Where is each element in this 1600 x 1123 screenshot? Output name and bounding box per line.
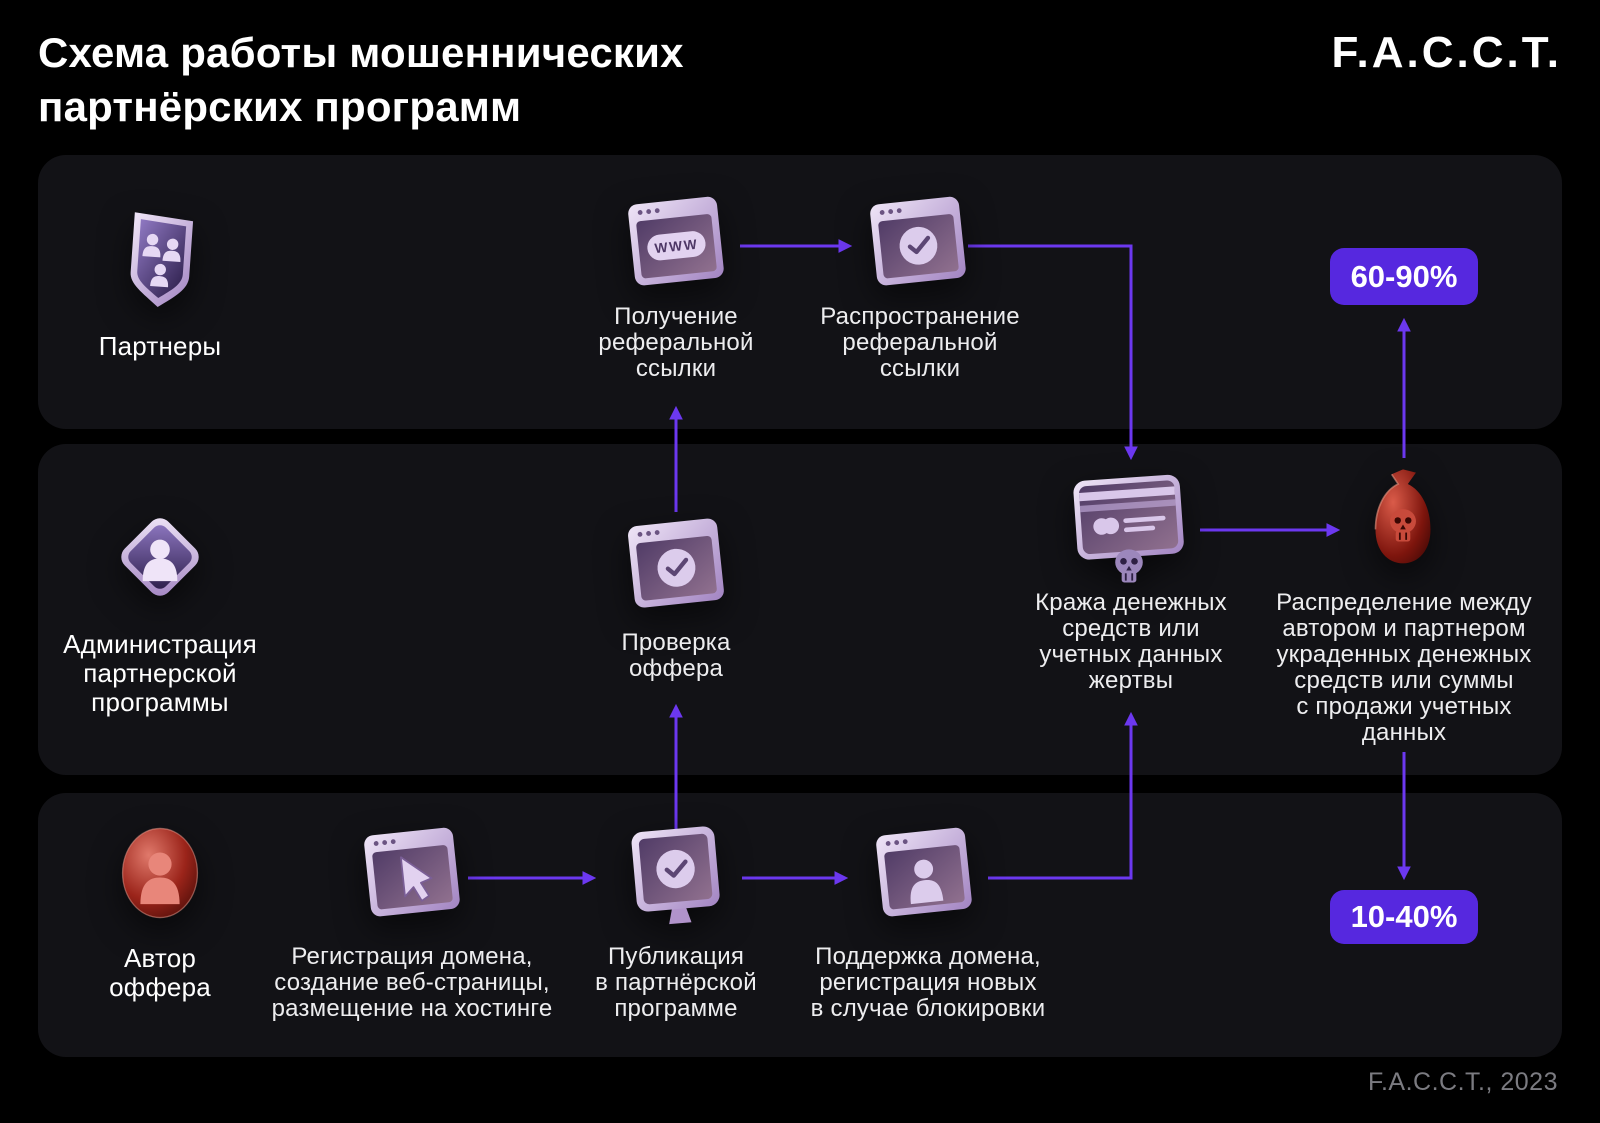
node-label-theft: Кража денежных средств или учетных данны… — [1001, 590, 1261, 694]
actor-label-admin: Администрация партнерской программы — [40, 630, 280, 717]
label-line: Кража денежных — [1035, 589, 1227, 616]
label-line: Регистрация домена, — [291, 943, 533, 970]
lane-partners — [38, 155, 1562, 429]
footer-credit: F.A.C.C.T., 2023 — [1367, 1068, 1558, 1096]
badge-top-percent: 60-90% — [1330, 248, 1478, 305]
label-line: учетных данных — [1039, 641, 1223, 668]
label-line: партнерской — [83, 658, 237, 688]
browser-check-icon — [870, 196, 966, 286]
label-line: реферальной — [598, 329, 754, 356]
label-line: жертвы — [1088, 667, 1174, 694]
money-bag-skull-icon — [1374, 469, 1431, 564]
label-line: Автор — [123, 943, 197, 973]
label-line: оффера — [109, 972, 211, 1002]
node-label-register-domain: Регистрация домена, создание веб-страниц… — [252, 944, 572, 1022]
label-line: Поддержка домена, — [815, 943, 1041, 970]
label-line: Проверка — [621, 629, 731, 656]
monitor-check-icon — [631, 826, 720, 925]
label-line: создание веб-страницы, — [274, 969, 550, 996]
label-line: Распространение — [820, 303, 1020, 330]
browser-person-icon — [876, 827, 972, 917]
label-line: данных — [1361, 719, 1447, 746]
badge-label: 10-40% — [1350, 899, 1458, 934]
label-line: в случае блокировки — [810, 995, 1046, 1022]
label-line: украденных денежных — [1276, 641, 1532, 668]
node-label-split: Распределение между автором и партнером … — [1254, 590, 1554, 746]
label-line: размещение на хостинге — [271, 995, 553, 1022]
label-line: программы — [91, 687, 229, 717]
label-line: в партнёрской — [595, 969, 757, 996]
lane-admin — [38, 444, 1562, 775]
skull-glyph — [1115, 549, 1143, 583]
arrow-spread-to-theft — [968, 244, 1138, 461]
browser-check-icon — [628, 518, 724, 608]
label-line: реферальной — [842, 329, 998, 356]
label-line: с продажи учетных — [1296, 693, 1512, 720]
label-line: Получение — [614, 303, 738, 330]
label-line: регистрация новых — [819, 969, 1037, 996]
browser-cursor-icon — [364, 827, 460, 917]
badge-bottom-percent: 10-40% — [1330, 890, 1478, 944]
badge-label: 60-90% — [1350, 258, 1458, 294]
label-line: оффера — [628, 655, 724, 682]
node-label-get-link: Получение реферальной ссылки — [556, 304, 796, 382]
arrow-support-to-theft — [988, 711, 1138, 880]
label-line: программе — [614, 995, 738, 1022]
skull-glyph — [1390, 509, 1416, 542]
author-avatar-icon — [121, 827, 199, 919]
actor-label-partners: Партнеры — [60, 332, 260, 361]
admin-diamond-icon — [121, 518, 199, 596]
label-line: ссылки — [879, 355, 961, 382]
www-text: WWW — [654, 237, 699, 257]
label-line: средств или — [1062, 615, 1200, 642]
title-line: Схема работы мошеннических — [38, 29, 684, 76]
label-line: Партнеры — [98, 331, 222, 361]
title-line: партнёрских программ — [38, 83, 522, 130]
brand-logo: F.A.C.C.T. — [1331, 28, 1562, 77]
page-title: Схема работы мошеннических партнёрских п… — [38, 26, 684, 134]
label-line: ссылки — [635, 355, 717, 382]
node-label-publish: Публикация в партнёрской программе — [556, 944, 796, 1022]
label-line: автором и партнером — [1282, 615, 1526, 642]
card-skull-icon — [1073, 474, 1184, 583]
partners-shield-icon — [130, 212, 194, 307]
label-line: Распределение между — [1276, 589, 1532, 616]
browser-www-icon: WWW — [628, 196, 724, 286]
node-label-support-domain: Поддержка домена, регистрация новых в сл… — [768, 944, 1088, 1022]
label-line: Публикация — [607, 943, 745, 970]
node-label-check-offer: Проверка оффера — [566, 630, 786, 682]
label-line: средств или суммы — [1294, 667, 1514, 694]
lane-author — [38, 793, 1562, 1057]
label-line: Администрация — [63, 629, 257, 659]
node-label-spread-link: Распространение реферальной ссылки — [790, 304, 1050, 382]
actor-label-author: Автор оффера — [60, 944, 260, 1002]
